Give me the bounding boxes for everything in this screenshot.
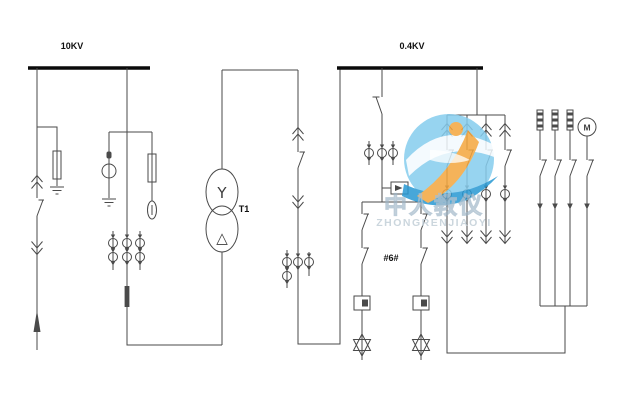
switch-icon xyxy=(361,213,370,231)
switch-icon xyxy=(539,159,548,177)
switch-icon xyxy=(361,247,370,265)
incoming-feeder xyxy=(31,68,65,350)
ground-icon xyxy=(101,198,117,207)
contact-arrow-icon xyxy=(584,203,590,210)
motor-label: M xyxy=(583,123,590,133)
current-transformer-icon xyxy=(304,252,314,272)
transformer-label: T1 xyxy=(239,204,250,214)
arrester-icon xyxy=(147,200,157,220)
branch-line xyxy=(126,68,222,346)
switch-icon xyxy=(420,247,429,265)
arrester-tap-line xyxy=(37,126,58,186)
capacitor-count-label: #6# xyxy=(383,253,398,263)
feeder-column xyxy=(499,115,513,244)
disconnect-switch-icon xyxy=(36,199,45,217)
motor-icon xyxy=(577,117,597,137)
switch-icon xyxy=(504,149,513,167)
fuse-icon xyxy=(566,109,574,131)
capacitor-cell-icon xyxy=(412,295,430,311)
feeder-header-line xyxy=(447,68,505,116)
wye-winding-symbol: Y xyxy=(216,184,227,202)
switch-icon xyxy=(586,159,595,177)
capacitor-cell-icon xyxy=(353,295,371,311)
voltage-transformer-icon xyxy=(101,163,117,179)
04kv-metering-branch xyxy=(364,68,409,202)
capacitor-bank-group: #6# xyxy=(353,201,430,360)
delta-winding-symbol: △ xyxy=(216,229,228,247)
contact-arrow-icon xyxy=(567,203,573,210)
04kv-section: 0.4KV #6# xyxy=(337,41,597,360)
current-transformer-icon xyxy=(282,266,292,286)
fuse-icon xyxy=(551,109,559,131)
transformer-leads xyxy=(221,69,298,345)
04kv-bus-label: 0.4KV xyxy=(399,41,424,51)
current-transformer-icon xyxy=(377,143,387,163)
pt-fuse-icon xyxy=(106,151,112,159)
surge-arrester-icon xyxy=(52,150,62,180)
branch-line xyxy=(297,68,341,345)
panel-lines xyxy=(447,130,588,354)
watermark-en-text: ZHONGRENJIAOYI xyxy=(376,217,492,229)
current-transformer-icon xyxy=(108,247,118,267)
distribution-panel: M xyxy=(447,109,597,354)
contact-arrow-icon xyxy=(537,203,543,210)
current-transformer-icon xyxy=(500,184,510,204)
transformer-t1: Y △ T1 xyxy=(205,69,298,345)
watermark-logo-icon xyxy=(402,114,498,206)
disconnect-switch-icon xyxy=(372,96,383,115)
fuse-icon xyxy=(147,153,157,183)
switch-icon xyxy=(569,159,578,177)
current-transformer-icon xyxy=(135,247,145,267)
10kv-section: 10KV xyxy=(28,41,222,350)
switch-icon xyxy=(554,159,563,177)
current-transformer-icon xyxy=(388,143,398,163)
current-transformer-icon xyxy=(293,252,303,272)
current-transformer-icon xyxy=(122,247,132,267)
power-flow-arrow-icon xyxy=(33,310,41,332)
watermark-cn-text: 中人教仪 xyxy=(384,192,484,219)
breaker-switch-icon xyxy=(297,151,306,169)
circuit-breaker-icon xyxy=(124,286,130,307)
contact-arrow-icon xyxy=(552,203,558,210)
secondary-winding-icon xyxy=(205,205,239,253)
current-transformer-icon xyxy=(364,143,374,163)
secondary-breaker-branch xyxy=(282,68,341,345)
10kv-metering-branch xyxy=(101,68,222,346)
ground-icon xyxy=(49,186,65,195)
primary-winding-icon xyxy=(205,168,239,216)
fuse-icon xyxy=(536,109,544,131)
pt-tap-line xyxy=(108,131,153,201)
10kv-bus-label: 10KV xyxy=(61,41,84,51)
watermark: 中人教仪 ZHONGRENJIAOYI xyxy=(376,114,498,229)
